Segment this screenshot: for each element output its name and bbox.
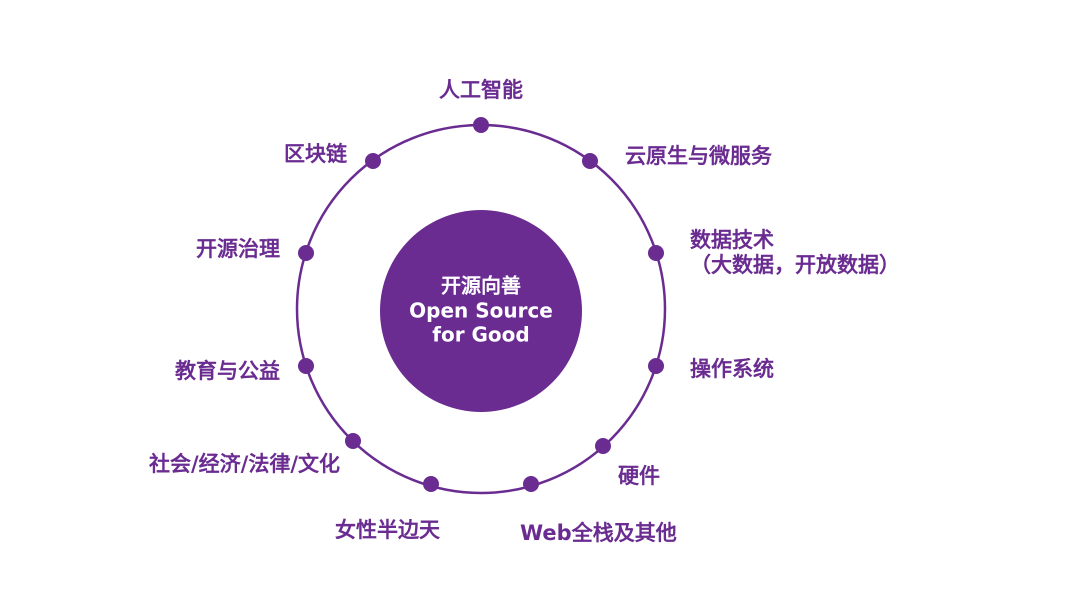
label-web: Web全栈及其他 [520,521,677,545]
ring-nodes [298,117,664,492]
node-dot-hardware [595,438,611,454]
center-circle [380,210,582,412]
label-cloud: 云原生与微服务 [625,144,773,168]
label-governance: 开源治理 [196,237,280,261]
label-ai: 人工智能 [439,78,523,102]
center-title-line-2: Open Source [409,299,553,323]
node-dot-ai [473,117,489,133]
center-title: 开源向善 Open Source for Good [409,274,553,347]
node-dot-women [423,476,439,492]
center-title-line-1: 开源向善 [441,274,521,298]
label-os: 操作系统 [690,357,774,381]
center-title-line-3: for Good [432,323,529,347]
label-hardware: 硬件 [618,464,660,488]
label-data-subtitle: （大数据，开放数据） [690,253,900,277]
node-dot-os [648,358,664,374]
node-dot-education [298,358,314,374]
label-society: 社会/经济/法律/文化 [148,452,340,476]
node-dot-data [648,245,664,261]
ring-labels: 人工智能 云原生与微服务 数据技术 （大数据，开放数据） 操作系统 硬件 Web… [148,78,900,545]
label-women: 女性半边天 [335,518,441,542]
node-dot-web [523,476,539,492]
node-dot-blockchain [365,153,381,169]
node-dot-society [345,433,361,449]
label-education: 教育与公益 [175,359,280,383]
node-dot-cloud [582,153,598,169]
label-data: 数据技术 [690,228,774,252]
node-dot-governance [298,245,314,261]
label-blockchain: 区块链 [284,142,348,166]
